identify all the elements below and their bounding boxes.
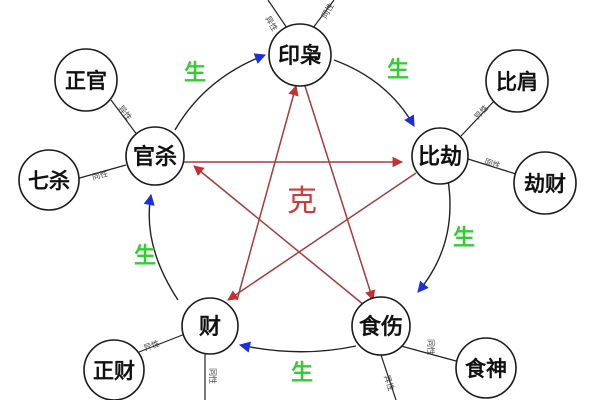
outer-node-zhengguan-label: 正官 bbox=[65, 69, 107, 93]
ke-yinxiao-to-shishang bbox=[304, 85, 376, 302]
arc-bijie-to-shishang bbox=[417, 179, 451, 293]
outer-connectors bbox=[75, 0, 517, 400]
node-bijie-label: 比劫 bbox=[418, 144, 462, 170]
connector-bijian bbox=[460, 98, 497, 137]
small-label-shishang-right: 同性 bbox=[426, 339, 436, 355]
small-label-zhengcai: 异性 bbox=[142, 338, 160, 353]
sheng-label-right: 生 bbox=[453, 226, 475, 251]
center-ke-label: 克 bbox=[287, 184, 317, 219]
outer-node-bijian: 比肩 bbox=[485, 49, 549, 113]
arc-guansha-to-yinxiao bbox=[174, 53, 267, 131]
connector-zhengguan bbox=[110, 99, 139, 137]
outer-node-bijian-label: 比肩 bbox=[496, 70, 538, 94]
sheng-labels: 生 生 生 生 生 bbox=[134, 58, 475, 386]
outer-node-jiecai-circle bbox=[513, 151, 577, 215]
arc-cai-to-guansha bbox=[143, 193, 179, 301]
outer-nodes: 正官 七杀 比肩 劫财 正财 食神 bbox=[18, 48, 577, 400]
node-shishang: 食伤 bbox=[351, 296, 411, 356]
node-bijie: 比劫 bbox=[411, 127, 469, 185]
node-yinxiao-circle bbox=[268, 23, 332, 87]
small-label-yinxiao-right: 同性 bbox=[319, 1, 336, 20]
outer-node-zhengcai-label: 正财 bbox=[93, 359, 135, 383]
control-star bbox=[182, 84, 417, 306]
connector-jiecai bbox=[467, 158, 517, 175]
connector-yinxiao-right bbox=[312, 0, 335, 29]
arc-shishang-to-cai bbox=[238, 341, 357, 353]
node-bijie-circle bbox=[411, 127, 469, 185]
ke-cai-to-yinxiao bbox=[236, 84, 299, 301]
ke-bijie-to-cai bbox=[227, 172, 417, 301]
small-label-jiecai: 同性 bbox=[483, 156, 501, 170]
node-guansha-label: 官杀 bbox=[133, 144, 177, 170]
small-label-shishang-bottom: 异性 bbox=[382, 374, 396, 392]
ke-shishang-to-guansha bbox=[193, 165, 365, 306]
outer-node-zhengcai: 正财 bbox=[83, 339, 145, 400]
sheng-label-top-left: 生 bbox=[184, 61, 206, 86]
main-nodes: 印枭 比劫 食伤 财 官杀 bbox=[125, 23, 469, 356]
sheng-label-bottom: 生 bbox=[291, 361, 313, 386]
outer-node-qisha: 七杀 bbox=[18, 149, 80, 211]
outer-node-qisha-circle bbox=[18, 149, 80, 211]
node-yinxiao-label: 印枭 bbox=[278, 43, 322, 69]
outer-node-zhengguan-circle bbox=[54, 48, 118, 112]
node-cai-circle bbox=[181, 297, 239, 355]
outer-node-shishen: 食神 bbox=[455, 337, 517, 399]
arc-yinxiao-to-bijie bbox=[333, 59, 415, 127]
sheng-label-left: 生 bbox=[134, 244, 156, 269]
connector-shishen bbox=[400, 345, 457, 362]
sheng-label-top-right: 生 bbox=[387, 58, 409, 83]
generation-cycle bbox=[143, 53, 451, 353]
small-label-bijian: 异性 bbox=[472, 103, 490, 122]
connector-zhengcai bbox=[138, 333, 186, 353]
small-label-qisha: 同性 bbox=[91, 168, 109, 182]
connector-qisha bbox=[75, 164, 127, 180]
small-label-cai-bottom: 同性 bbox=[208, 368, 218, 384]
outer-node-shishen-label: 食神 bbox=[465, 357, 507, 381]
small-label-zhengguan: 异性 bbox=[116, 103, 134, 122]
node-guansha-circle bbox=[125, 126, 185, 186]
node-shishang-circle bbox=[351, 296, 411, 356]
node-shishang-label: 食伤 bbox=[359, 314, 403, 340]
outer-node-jiecai: 劫财 bbox=[513, 151, 577, 215]
node-cai-label: 财 bbox=[199, 315, 221, 340]
node-cai: 财 bbox=[181, 297, 239, 355]
node-yinxiao: 印枭 bbox=[268, 23, 332, 87]
outer-node-zhengcai-circle bbox=[83, 339, 145, 400]
node-guansha: 官杀 bbox=[125, 126, 185, 186]
outer-node-bijian-circle bbox=[485, 49, 549, 113]
outer-node-zhengguan: 正官 bbox=[54, 48, 118, 112]
outer-node-jiecai-label: 劫财 bbox=[524, 172, 566, 196]
connector-yinxiao-left bbox=[267, 0, 288, 29]
connector-shishang-bottom bbox=[380, 354, 397, 400]
outer-node-shishen-circle bbox=[455, 337, 517, 399]
small-label-yinxiao-left: 异性 bbox=[263, 14, 280, 33]
outer-node-qisha-label: 七杀 bbox=[28, 169, 70, 193]
